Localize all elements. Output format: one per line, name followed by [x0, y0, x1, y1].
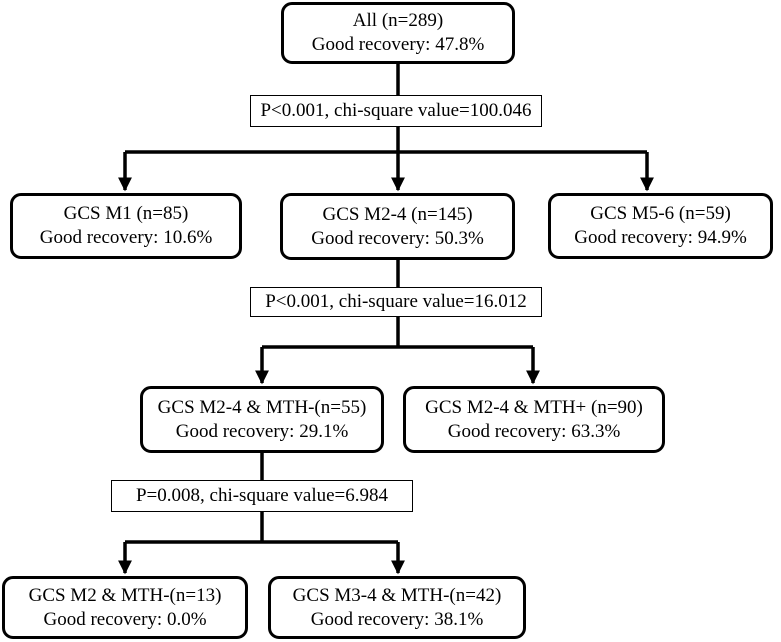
node-gcs-m2-mth-minus-recovery: Good recovery: 0.0%: [43, 608, 207, 630]
node-gcs-m3-4-mth-minus-recovery: Good recovery: 38.1%: [310, 608, 484, 630]
node-gcs-m1-recovery: Good recovery: 10.6%: [39, 227, 213, 248]
node-gcs-m5-6: GCS M5-6 (n=59) Good recovery: 94.9%: [548, 193, 773, 259]
node-gcs-m2-4-mth-minus-title: GCS M2-4 & MTH-(n=55): [157, 396, 367, 418]
node-gcs-m2-4-mth-minus-recovery: Good recovery: 29.1%: [175, 420, 349, 442]
node-gcs-m2-mth-minus-title: GCS M2 & MTH-(n=13): [28, 584, 222, 606]
node-gcs-m3-4-mth-minus: GCS M3-4 & MTH-(n=42) Good recovery: 38.…: [268, 576, 526, 639]
node-gcs-m2-4-mth-minus: GCS M2-4 & MTH-(n=55) Good recovery: 29.…: [140, 386, 384, 453]
node-gcs-m2-4-mth-plus: GCS M2-4 & MTH+ (n=90) Good recovery: 63…: [403, 386, 665, 453]
test-label-3: P=0.008, chi-square value=6.984: [111, 480, 413, 512]
node-all-recovery: Good recovery: 47.8%: [311, 34, 485, 55]
node-gcs-m1-title: GCS M1 (n=85): [63, 203, 189, 224]
node-gcs-m5-6-recovery: Good recovery: 94.9%: [574, 227, 747, 248]
node-all: All (n=289) Good recovery: 47.8%: [281, 2, 515, 64]
node-gcs-m2-4: GCS M2-4 (n=145) Good recovery: 50.3%: [280, 193, 515, 260]
node-gcs-m1: GCS M1 (n=85) Good recovery: 10.6%: [10, 193, 242, 259]
node-all-title: All (n=289): [352, 10, 444, 31]
test-label-1: P<0.001, chi-square value=100.046: [250, 95, 542, 127]
node-gcs-m2-4-title: GCS M2-4 (n=145): [322, 203, 473, 225]
node-gcs-m2-mth-minus: GCS M2 & MTH-(n=13) Good recovery: 0.0%: [2, 576, 248, 639]
node-gcs-m5-6-title: GCS M5-6 (n=59): [590, 203, 731, 224]
node-gcs-m2-4-mth-plus-title: GCS M2-4 & MTH+ (n=90): [425, 396, 643, 418]
node-gcs-m2-4-recovery: Good recovery: 50.3%: [311, 227, 484, 249]
test-label-2: P<0.001, chi-square value=16.012: [250, 287, 542, 317]
node-gcs-m2-4-mth-plus-recovery: Good recovery: 63.3%: [447, 420, 621, 442]
node-gcs-m3-4-mth-minus-title: GCS M3-4 & MTH-(n=42): [292, 584, 502, 606]
